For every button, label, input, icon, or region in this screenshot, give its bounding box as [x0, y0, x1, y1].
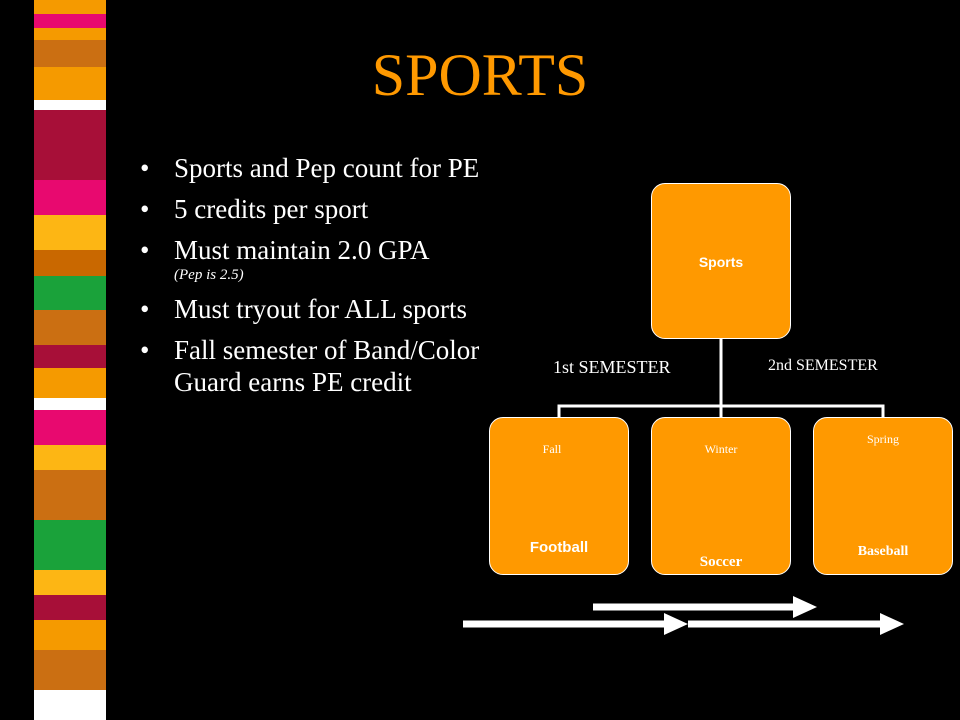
- bullet-dot: •: [140, 235, 150, 265]
- spring-season-label: Spring: [866, 432, 899, 446]
- root-label: Sports: [698, 254, 744, 270]
- stripe-segment: [34, 110, 106, 138]
- first-semester-label: 1st SEMESTER: [553, 357, 671, 377]
- fall-box: Fall Football: [489, 417, 629, 575]
- stripe-segment: [34, 215, 106, 250]
- stripe-segment: [34, 28, 106, 40]
- bullet-dot: •: [140, 153, 150, 183]
- stripe-segment: [34, 138, 106, 180]
- stripe-segment: [34, 470, 106, 520]
- spring-box: Spring Baseball: [813, 417, 953, 575]
- stripe-segment: [34, 0, 106, 14]
- slide-title: SPORTS: [371, 42, 589, 108]
- bullet-list: • Sports and Pep count for PE • 5 credits …: [140, 152, 500, 407]
- arrow-head-icon: [880, 613, 904, 635]
- stripe-segment: [34, 67, 106, 100]
- arrow-head-icon: [793, 596, 817, 618]
- arrow-head-icon: [664, 613, 688, 635]
- bullet-dot: •: [140, 335, 150, 365]
- bullet-text: 5 credits per sport: [174, 194, 369, 224]
- stripe-segment: [34, 690, 106, 720]
- stripe-segment: [34, 520, 106, 570]
- fall-season-label: Fall: [542, 442, 562, 456]
- stripe-segment: [34, 310, 106, 345]
- stripe-segment: [34, 595, 106, 620]
- spring-sport-label: Baseball: [857, 544, 909, 559]
- winter-season-label: Winter: [704, 442, 738, 456]
- bullet-dot: •: [140, 294, 150, 324]
- stripe-segment: [34, 368, 106, 398]
- decorative-stripe: [34, 0, 106, 720]
- bullet-item: • Sports and Pep count for PE: [140, 152, 500, 184]
- stripe-segment: [34, 570, 106, 595]
- stripe-segment: [34, 398, 106, 410]
- bullet-text: Must maintain 2.0 GPA: [174, 235, 430, 265]
- bullet-item: • Must tryout for ALL sports: [140, 293, 500, 325]
- bullet-text: Must tryout for ALL sports: [174, 294, 467, 324]
- stripe-segment: [34, 410, 106, 445]
- bullet-text: Sports and Pep count for PE: [174, 153, 480, 183]
- stripe-segment: [34, 250, 106, 276]
- bullet-text: Fall semester of Band/Color Guard earns …: [174, 335, 480, 397]
- stripe-segment: [34, 445, 106, 470]
- stripe-segment: [34, 276, 106, 310]
- winter-sport-label: Soccer: [699, 554, 743, 570]
- winter-box: Winter Soccer: [651, 417, 791, 575]
- bullet-item: • Fall semester of Band/Color Guard earns…: [140, 334, 500, 398]
- stripe-segment: [34, 14, 106, 28]
- root-box: Sports: [651, 183, 791, 339]
- stripe-segment: [34, 650, 106, 690]
- stripe-segment: [34, 620, 106, 650]
- bullet-note: (Pep is 2.5): [174, 267, 244, 283]
- stripe-segment: [34, 40, 106, 67]
- second-semester-label: 2nd SEMESTER: [768, 357, 878, 374]
- bullet-item: • Must maintain 2.0 GPA (Pep is 2.5): [140, 234, 500, 284]
- stripe-segment: [34, 180, 106, 215]
- stripe-segment: [34, 100, 106, 110]
- stripe-segment: [34, 345, 106, 368]
- bullet-dot: •: [140, 194, 150, 224]
- bullet-item: • 5 credits per sport: [140, 193, 500, 225]
- fall-sport-label: Football: [529, 539, 589, 556]
